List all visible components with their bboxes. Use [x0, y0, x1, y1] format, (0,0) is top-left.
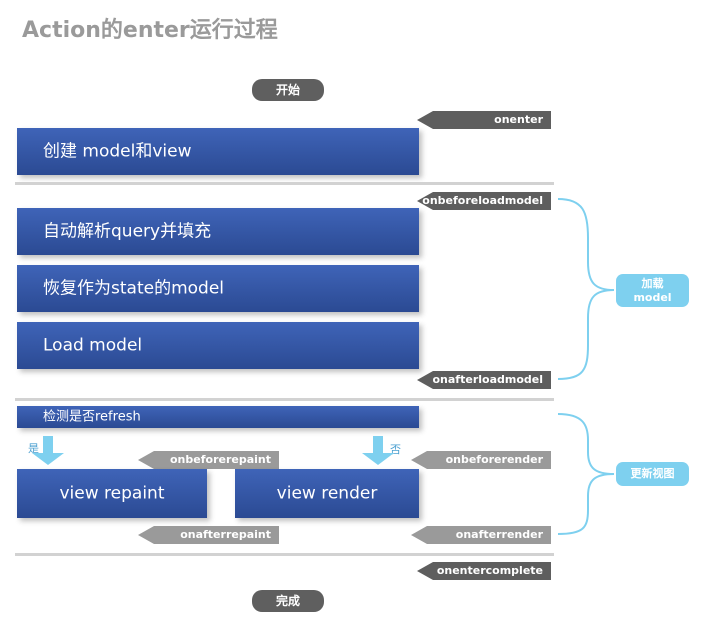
brace-update-view	[557, 413, 615, 535]
event-onbeforerepaint: onbeforerepaint	[138, 451, 279, 469]
start-node: 开始	[252, 79, 324, 101]
end-node: 完成	[252, 590, 324, 612]
event-onentercomplete: onentercomplete	[417, 562, 551, 580]
box-view-repaint: view repaint	[17, 469, 207, 518]
separator-1	[15, 182, 554, 185]
callout-update-view: 更新视图	[616, 462, 689, 486]
box-view-render: view render	[235, 469, 419, 518]
callout-load-line2: model	[633, 290, 672, 304]
event-onafterrender: onafterrender	[411, 526, 551, 544]
brace-load-model	[557, 198, 615, 380]
event-onbeforerender: onbeforerender	[411, 451, 551, 469]
box-create-model-view: 创建 model和view	[17, 128, 419, 175]
arrow-down-no-icon	[362, 436, 394, 465]
box-restore-label: 恢复作为state的model	[43, 278, 224, 298]
box-parse-query: 自动解析query并填充	[17, 208, 419, 255]
box-repaint-label: view repaint	[59, 483, 165, 503]
branch-no-label: 否	[390, 443, 401, 456]
event-onbeforeloadmodel: onbeforeloadmodel	[417, 192, 551, 210]
box-create-label: 创建 model和view	[43, 141, 192, 161]
event-onenter: onenter	[417, 111, 551, 129]
box-restore-state: 恢复作为state的model	[17, 265, 419, 312]
box-check-refresh: 检测是否refresh	[17, 406, 419, 428]
separator-2	[15, 398, 554, 401]
box-check-label: 检测是否refresh	[43, 409, 141, 425]
branch-yes-label: 是	[28, 442, 39, 455]
page-title: Action的enter运行过程	[22, 18, 278, 43]
separator-3	[15, 553, 554, 556]
box-parse-label: 自动解析query并填充	[43, 221, 212, 241]
box-render-label: view render	[276, 483, 378, 503]
event-onafterrepaint: onafterrepaint	[138, 526, 279, 544]
callout-load-model: 加载 model	[616, 274, 689, 307]
event-onafterloadmodel: onafterloadmodel	[417, 371, 551, 389]
arrow-down-yes-icon	[32, 436, 64, 465]
box-load-label: Load model	[43, 335, 143, 355]
callout-load-line1: 加载	[641, 277, 664, 291]
box-load-model: Load model	[17, 322, 419, 369]
